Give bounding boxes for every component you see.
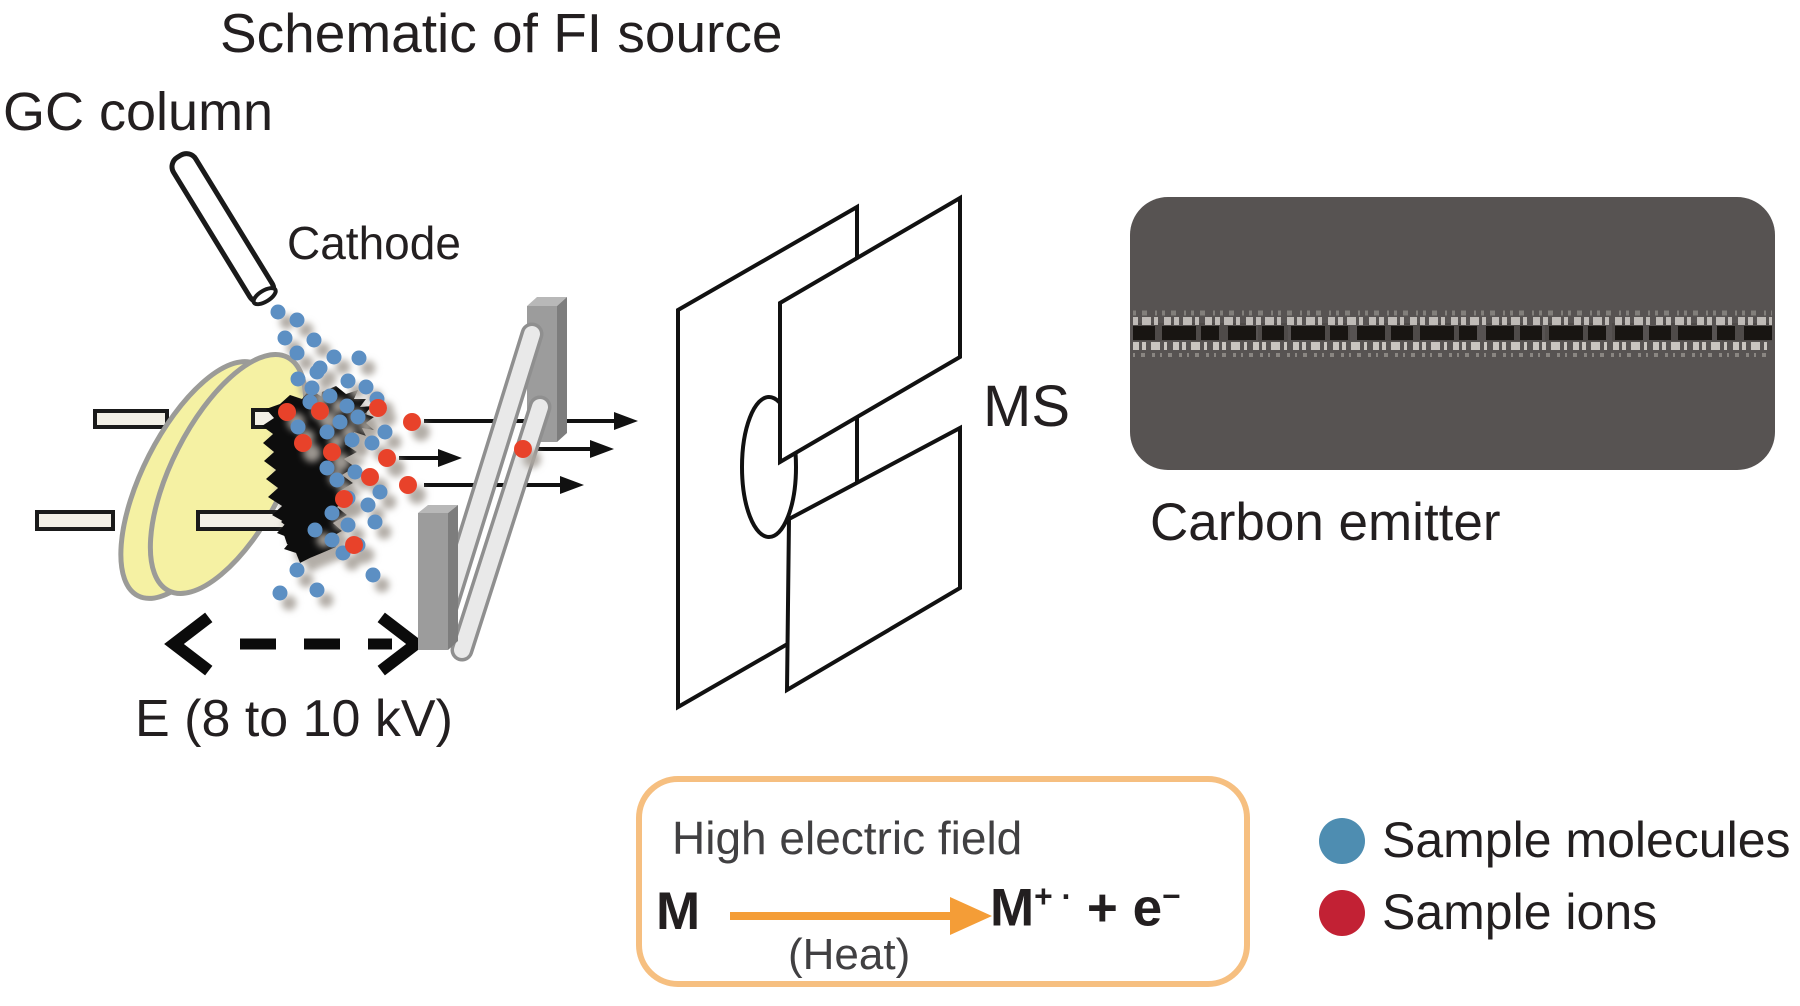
beam-ion-dot — [378, 449, 396, 467]
beam-ion-dot — [514, 440, 532, 458]
emitter-wire-grain — [1133, 310, 1772, 357]
cathode-label: Cathode — [287, 217, 461, 269]
ms-plates — [676, 194, 962, 711]
sample-molecule-dot — [358, 379, 374, 395]
sample-molecule-dot — [324, 505, 340, 521]
high-electric-field-label: High electric field — [672, 812, 1023, 864]
e-field-label: E (8 to 10 kV) — [135, 690, 453, 748]
sample-molecule-dot — [277, 330, 293, 346]
beam-ion-dot — [403, 413, 421, 431]
sample-molecule-dot — [340, 373, 356, 389]
sample-ion-dot — [278, 403, 296, 421]
sample-molecule-dot — [270, 304, 286, 320]
reaction-arrow-head — [950, 897, 992, 935]
sample-molecule-dot — [289, 312, 305, 328]
sample-molecule-dot — [326, 349, 342, 365]
carbon-emitter-label: Carbon emitter — [1150, 493, 1501, 552]
sample-molecule-dot — [319, 424, 335, 440]
product-ion: M — [990, 878, 1035, 938]
sample-molecule-dot — [309, 582, 325, 598]
product-charge-sup: + · — [1034, 878, 1073, 914]
sample-molecule-dot — [306, 332, 322, 348]
sample-molecule-dot — [309, 364, 325, 380]
sample-molecule-dot — [360, 497, 376, 513]
sample-molecule-dot — [365, 567, 381, 583]
legend-ion-dot-icon — [1319, 890, 1365, 936]
gc-column-label: GC column — [3, 82, 274, 142]
e-field-arrow — [164, 612, 426, 676]
sample-molecule-dot — [290, 419, 306, 435]
ms-lower-plate — [784, 424, 962, 694]
sample-dot-scatter — [270, 304, 532, 601]
electron-charge-sup: − — [1162, 878, 1181, 914]
sample-molecule-dot — [347, 464, 363, 480]
sample-molecule-dot — [289, 345, 305, 361]
sample-molecule-dot — [351, 350, 367, 366]
sample-ion-dot — [369, 399, 387, 417]
sample-ion-dot — [311, 402, 329, 420]
sample-molecule-dot — [329, 472, 345, 488]
sample-molecule-dot — [364, 435, 380, 451]
sample-molecule-dot — [307, 522, 323, 538]
sample-ion-dot — [361, 468, 379, 486]
ms-label: MS — [983, 374, 1070, 439]
beam-ion-dot — [399, 476, 417, 494]
sample-ion-dot — [335, 490, 353, 508]
sample-ion-dot — [294, 434, 312, 452]
cathode-rods — [434, 322, 552, 662]
sample-ion-dot — [345, 536, 363, 554]
sample-molecule-dot — [322, 388, 338, 404]
legend-molecule-label: Sample molecules — [1382, 812, 1791, 868]
sample-molecule-dot — [290, 371, 306, 387]
sample-molecule-dot — [319, 460, 335, 476]
cathode-assembly — [418, 297, 567, 662]
figure-title: Schematic of FI source — [220, 2, 783, 64]
sample-molecule-dot — [339, 398, 355, 414]
carbon-emitter-photo — [1130, 197, 1775, 470]
sample-molecule-dot — [367, 514, 383, 530]
reaction-products: M+ · + e− — [990, 878, 1181, 938]
plus-electron: + e — [1086, 878, 1163, 938]
sample-molecule-dot — [332, 414, 348, 430]
legend-ion-label: Sample ions — [1382, 884, 1658, 940]
ionization-formula-box: High electric field M M+ · + e− (Heat) — [636, 776, 1250, 987]
ms-upper-plate — [778, 194, 962, 466]
heat-label: (Heat) — [788, 930, 911, 979]
sample-molecule-dot — [272, 585, 288, 601]
sample-molecule-dot — [377, 424, 393, 440]
sample-molecule-dot — [289, 562, 305, 578]
reactant-molecule: M — [656, 882, 701, 941]
sample-ion-dot — [323, 443, 341, 461]
sample-molecule-dot — [344, 432, 360, 448]
sample-molecule-dot — [304, 380, 320, 396]
legend-molecule-dot-icon — [1319, 818, 1365, 864]
cathode-post-bottom — [418, 505, 458, 650]
gc-column-tube — [169, 151, 278, 307]
sample-molecule-dot — [324, 532, 340, 548]
sample-molecule-dot — [350, 409, 366, 425]
sample-molecule-dot — [340, 517, 356, 533]
emitter-support-bars-left — [35, 409, 169, 531]
sample-molecule-dot — [372, 484, 388, 500]
reaction-arrow-shaft — [730, 912, 952, 920]
